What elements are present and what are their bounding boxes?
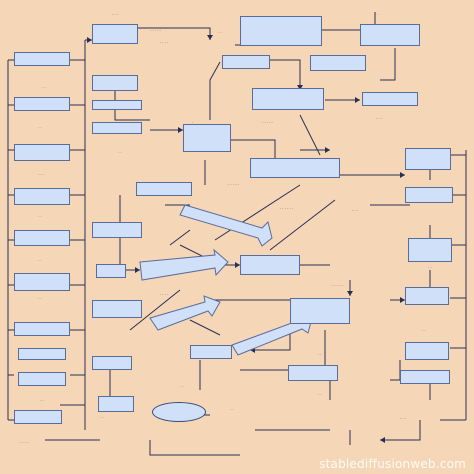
left-box-2	[14, 97, 70, 111]
annotation: ‐ ‐	[38, 296, 42, 300]
watermark-text: stablediffusionweb.com	[319, 457, 466, 471]
top-right-box	[360, 24, 420, 46]
process-box-upper-right	[252, 88, 324, 110]
right-box-3	[408, 238, 452, 262]
annotation: ‐ ‐ ‐ ‐ ‐	[240, 368, 251, 372]
central-right-box	[250, 158, 340, 178]
mid-col-box-6	[96, 264, 126, 278]
left-box-5	[14, 230, 70, 246]
right-box-6	[400, 370, 450, 384]
annotation: ‐ ‐	[118, 150, 122, 154]
annotation: ‐ ‐ ‐ ‐ ‐ ‐	[280, 206, 294, 210]
right-box-5	[405, 342, 449, 360]
mid-col-box-4	[136, 182, 192, 196]
annotation: ‐ ‐	[375, 12, 379, 16]
left-box-10	[14, 410, 62, 424]
top-center-sub-box	[222, 55, 270, 69]
annotation: ‐ ‐	[218, 30, 222, 34]
annotation: ‐ ‐	[318, 392, 322, 396]
mid-col-box-1	[92, 75, 138, 91]
annotation: ‐ ‐	[100, 415, 104, 419]
annotation: ‐ ‐ ‐ ‐	[20, 440, 29, 444]
central-process-box	[183, 124, 231, 152]
annotation: ‐	[192, 120, 194, 124]
left-box-1	[14, 52, 70, 66]
annotation: ‐ ‐	[318, 352, 322, 356]
mid-col-box-5	[92, 222, 142, 238]
annotation: ‐ ‐ ‐ ‐ ‐	[150, 28, 161, 32]
left-box-8	[18, 348, 66, 360]
lower-left-box	[190, 345, 232, 359]
annotation: ‐ ‐	[180, 384, 184, 388]
annotation: ‐ ‐ ‐ ‐ ‐	[332, 283, 343, 287]
annotation: ‐ ‐ ‐ ‐	[160, 40, 169, 44]
annotation: ‐ ‐ ‐	[112, 12, 119, 16]
annotation: ‐ ‐	[422, 328, 426, 332]
lower-center-box	[288, 365, 338, 381]
left-box-9	[18, 372, 66, 386]
annotation: ‐ ‐ ‐	[38, 172, 45, 176]
annotation: ‐ ‐	[428, 265, 432, 269]
right-box-1	[405, 148, 451, 170]
annotation: ‐ ‐ ‐ ‐ ‐	[262, 120, 273, 124]
left-box-4	[14, 188, 70, 205]
mid-col-box-7	[92, 300, 142, 318]
annotation: ‐ ‐ ‐ ‐ ‐	[228, 182, 239, 186]
annotation: ‐ ‐	[40, 398, 44, 402]
annotation: ‐ ‐ ‐	[400, 416, 407, 420]
mid-col-box-3	[92, 122, 142, 134]
mid-col-box-8	[92, 356, 132, 370]
top-center-box	[240, 16, 322, 46]
annotation: ‐ ‐ ‐	[352, 208, 359, 212]
annotation: ‐ ‐	[38, 125, 42, 129]
annotation: ‐ ‐ ‐ ‐	[160, 292, 169, 296]
right-box-upper	[362, 92, 418, 106]
annotation: ‐ ‐	[42, 85, 46, 89]
top-right-sub-box	[310, 55, 366, 71]
lower-right-process-box	[290, 298, 350, 324]
left-box-6	[14, 273, 70, 291]
annotation: ‐ ‐	[38, 214, 42, 218]
right-box-4	[405, 287, 449, 305]
mid-col-box-2	[92, 100, 142, 110]
annotation: ‐ ‐ ‐	[376, 116, 383, 120]
end-terminal-ellipse	[152, 402, 206, 422]
top-left-box	[92, 24, 138, 44]
mid-col-box-9	[98, 396, 134, 412]
lower-process-box	[240, 255, 300, 275]
right-box-2	[405, 187, 453, 203]
left-box-7	[14, 322, 70, 336]
annotation: ‐ ‐	[230, 407, 234, 411]
left-box-3	[14, 144, 70, 161]
annotation: ‐ ‐	[38, 258, 42, 262]
